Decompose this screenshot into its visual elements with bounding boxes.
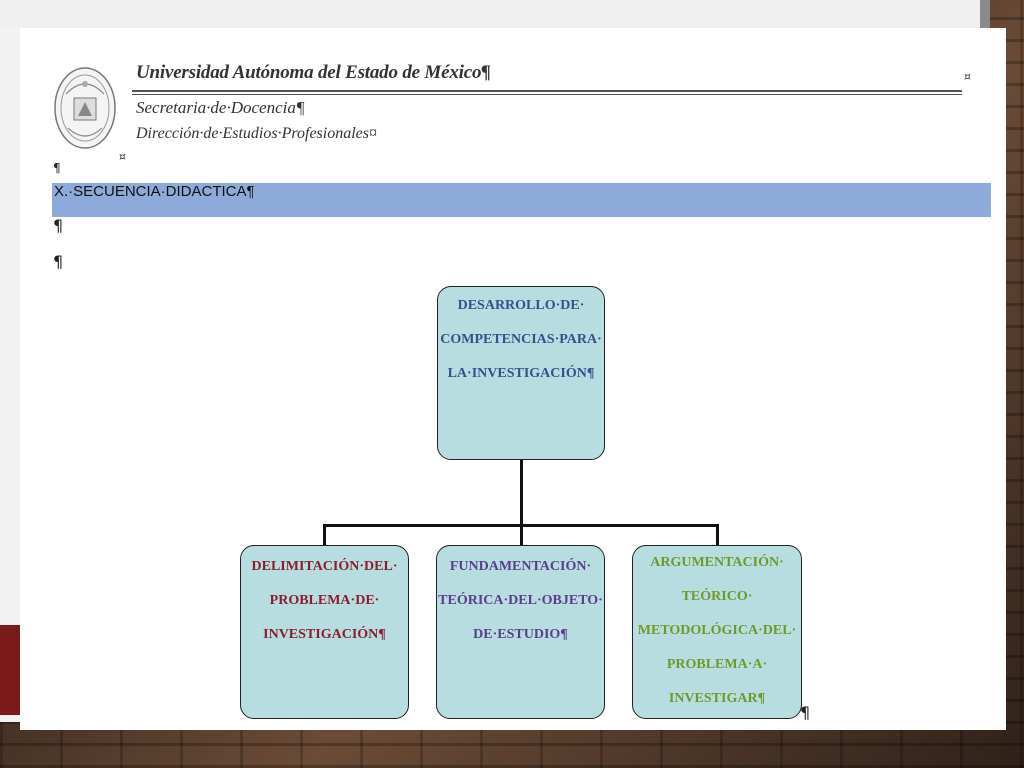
root-line: DESARROLLO·DE· [457,298,585,313]
connector-right [716,524,719,546]
paragraph-mark: ¶ [53,216,64,235]
diagram-root-box: DESARROLLO·DE· COMPETENCIAS·PARA· LA·INV… [437,286,605,460]
child-line: TEÓRICO· [681,589,753,604]
child-line: TEÓRICA·DEL·OBJETO· [438,593,603,608]
child-line: ARGUMENTACIÓN· [650,555,784,570]
secretaria-line: Secretaria·de·Docencia¶ [136,98,305,117]
cell-marker: ¤ [964,70,971,83]
child-line: FUNDAMENTACIÓN· [449,559,592,574]
child-line: INVESTIGACIÓN¶ [263,627,386,642]
university-title: Universidad Autónoma del Estado de Méxic… [136,62,491,83]
paragraph-mark-trailing: ¶ [800,703,811,722]
connector-vertical-root [520,460,523,525]
child-line: DELIMITACIÓN·DEL· [251,559,398,574]
child-line: METODOLÓGICA·DEL· [637,623,797,638]
paragraph-mark: ¶ [53,161,61,175]
diagram-child-argumentacion: ARGUMENTACIÓN· TEÓRICO· METODOLÓGICA·DEL… [632,545,802,719]
top-band [0,0,980,28]
section-title: X.·SECUENCIA·DIDACTICA¶ [54,183,255,200]
child-line: PROBLEMA·A· [666,657,768,672]
connector-left [323,524,326,546]
scrollbar-stub[interactable] [980,0,990,30]
diagram-child-delimitacion: DELIMITACIÓN·DEL· PROBLEMA·DE· INVESTIGA… [240,545,409,719]
child-line: DE·ESTUDIO¶ [473,627,568,642]
root-line: LA·INVESTIGACIÓN¶ [447,366,595,381]
university-seal-icon [54,67,116,149]
diagram-child-fundamentacion: FUNDAMENTACIÓN· TEÓRICA·DEL·OBJETO· DE·E… [436,545,605,719]
document-page: Universidad Autónoma del Estado de Méxic… [20,28,1006,730]
child-line: PROBLEMA·DE· [269,593,380,608]
left-accent-bar [0,625,20,715]
child-line: INVESTIGAR¶ [668,691,766,706]
root-line: COMPETENCIAS·PARA· [440,332,602,347]
header-rule-thin [132,94,962,95]
connector-center [520,524,523,546]
section-header-bar [52,183,991,217]
paragraph-mark: ¶ [53,252,64,271]
cell-marker-seal: ¤ [119,150,126,163]
header-rule-thick [132,90,962,92]
direccion-line: Dirección·de·Estudios·Profesionales¤ [136,125,377,142]
